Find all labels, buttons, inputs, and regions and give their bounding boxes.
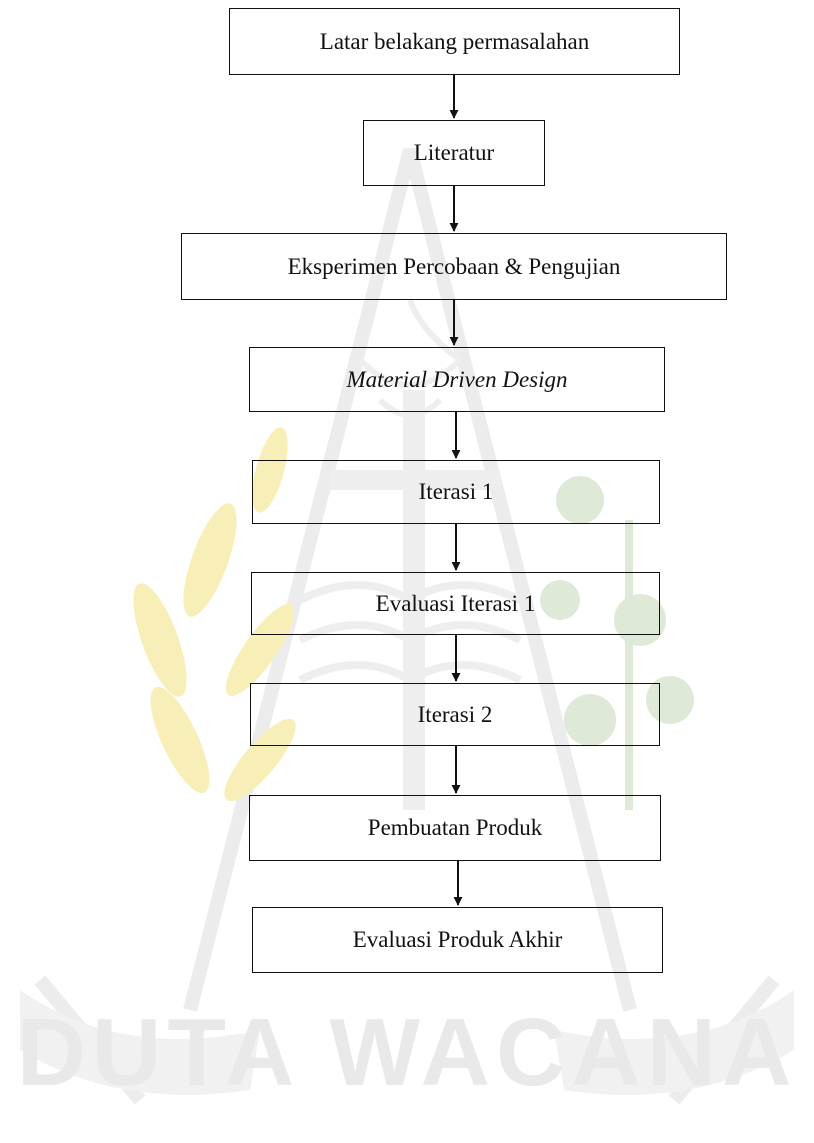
step-label: Pembuatan Produk: [367, 815, 543, 841]
step-box-material-driven-design: Material Driven Design: [249, 347, 665, 412]
yellow-leaf-branch: [133, 427, 296, 802]
green-cotton-branch: [540, 476, 694, 810]
step-label: Iterasi 2: [417, 701, 493, 727]
step-label: Latar belakang permasalahan: [319, 28, 590, 54]
step-box-literatur: Literatur: [363, 120, 545, 186]
step-box-iterasi-2: Iterasi 2: [250, 683, 660, 746]
step-box-evaluasi-produk-akhir: Evaluasi Produk Akhir: [252, 907, 663, 973]
banner-shape: [20, 990, 794, 1095]
step-box-eksperimen: Eksperimen Percobaan & Pengujian: [181, 233, 727, 300]
step-label: Iterasi 1: [418, 479, 494, 505]
book-shape: [298, 581, 522, 685]
step-label: Literatur: [413, 140, 495, 166]
step-label: Evaluasi Iterasi 1: [375, 590, 536, 616]
step-label: Material Driven Design: [346, 366, 568, 392]
step-box-evaluasi-iterasi-1: Evaluasi Iterasi 1: [251, 572, 660, 635]
step-label: Eksperimen Percobaan & Pengujian: [287, 253, 621, 279]
step-box-iterasi-1: Iterasi 1: [252, 460, 660, 524]
step-label: Evaluasi Produk Akhir: [352, 927, 563, 953]
step-box-pembuatan-produk: Pembuatan Produk: [249, 795, 661, 861]
step-box-latar-belakang: Latar belakang permasalahan: [229, 8, 680, 75]
dove-shape: [357, 298, 465, 418]
watermark-text: DUTA WACANA: [17, 999, 798, 1106]
